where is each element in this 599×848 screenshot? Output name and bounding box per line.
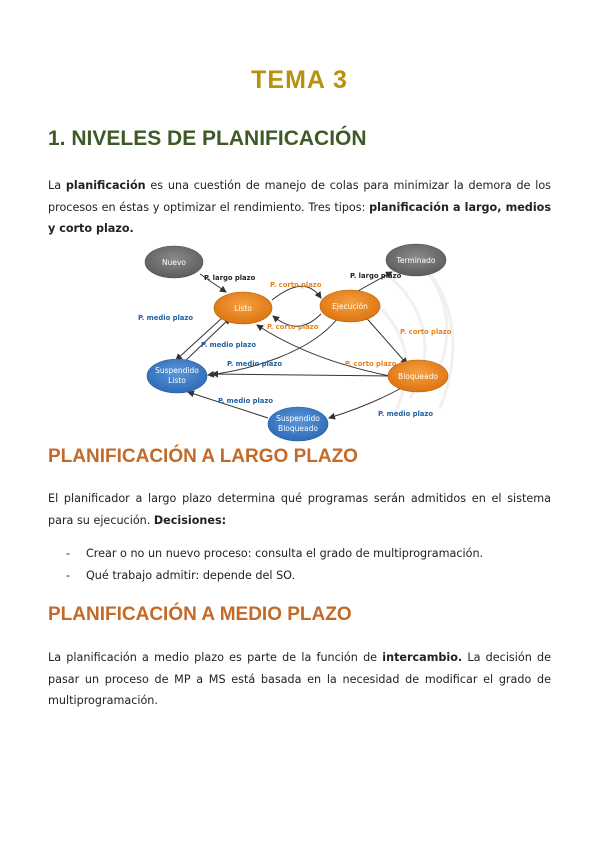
label-medio-plazo-4: P. medio plazo (218, 397, 273, 405)
arrow-listo-susplisto (175, 317, 223, 361)
label-largo-plazo-2: P. largo plazo (350, 272, 402, 280)
arrow-ejecucion-terminado (355, 271, 393, 293)
node-suspendido-bloqueado-label-2: Bloqueado (278, 424, 318, 433)
arrow-nuevo-listo (199, 273, 227, 293)
medio-plazo-text-1: La planificación a medio plazo es parte … (48, 651, 383, 664)
node-terminado-label: Terminado (396, 256, 436, 265)
label-medio-plazo-1: P. medio plazo (138, 314, 193, 322)
list-item: Crear o no un nuevo proceso: consulta el… (66, 543, 483, 565)
page-title: TEMA 3 (251, 66, 348, 94)
section-heading-niveles: 1. NIVELES DE PLANIFICACIÓN (48, 127, 367, 150)
node-nuevo-label: Nuevo (162, 258, 186, 267)
process-state-diagram: Nuevo Terminado Listo Ejecución Bloquead… (138, 243, 455, 442)
arrow-susplisto-listo (181, 317, 231, 365)
medio-plazo-paragraph: La planificación a medio plazo es parte … (48, 647, 551, 712)
node-nuevo (144, 245, 204, 279)
arrow-ejecucion-bloqueado (361, 312, 408, 365)
label-largo-plazo-1: P. largo plazo (204, 274, 256, 282)
arrow-bloqueado-suspbloq (328, 385, 406, 420)
section-heading-largo-plazo: PLANIFICACIÓN A LARGO PLAZO (48, 446, 358, 467)
node-ejecucion (319, 289, 381, 323)
node-bloqueado (387, 359, 449, 393)
label-corto-plazo-3: P. corto plazo (400, 328, 452, 336)
largo-plazo-bold-decisiones: Decisiones: (153, 513, 227, 527)
node-suspendido-listo-label-2: Listo (168, 376, 186, 385)
decisiones-list: Crear o no un nuevo proceso: consulta el… (66, 543, 483, 586)
arrow-suspbloq-susplisto (187, 390, 269, 419)
arrow-ejecucion-susplisto (207, 317, 339, 378)
list-item: Qué trabajo admitir: depende del SO. (66, 565, 483, 587)
intro-text-1: La (48, 179, 66, 192)
node-suspendido-bloqueado (267, 406, 329, 442)
section-heading-medio-plazo: PLANIFICACIÓN A MEDIO PLAZO (48, 604, 352, 625)
node-suspendido-bloqueado-label-1: Suspendido (276, 414, 320, 423)
label-corto-plazo-4: P. corto plazo (345, 360, 397, 368)
medio-plazo-bold-intercambio: intercambio. (382, 651, 463, 664)
intro-text-2: es una cuestión de manejo de colas para … (48, 179, 551, 214)
node-suspendido-listo-label-1: Suspendido (155, 366, 199, 375)
arrow-listo-ejecucion (271, 285, 322, 301)
intro-bold-planificacion: planificación (65, 179, 146, 192)
node-listo (213, 291, 273, 325)
node-listo-label: Listo (234, 304, 252, 313)
intro-paragraph: La planificación es una cuestión de mane… (48, 175, 551, 240)
arrow-ejecucion-listo (272, 313, 322, 327)
node-bloqueado-label: Bloqueado (398, 372, 438, 381)
label-corto-plazo-2: P. corto plazo (267, 323, 319, 331)
intro-bold-tipos: planificación a largo, medios y corto pl… (48, 200, 551, 236)
label-medio-plazo-3: P. medio plazo (227, 360, 282, 368)
arrow-bloqueado-listo (256, 324, 391, 377)
label-corto-plazo-1: P. corto plazo (270, 281, 322, 289)
label-medio-plazo-5: P. medio plazo (378, 410, 433, 418)
label-medio-plazo-2: P. medio plazo (201, 341, 256, 349)
largo-plazo-text: El planificador a largo plazo determina … (48, 492, 551, 527)
largo-plazo-paragraph: El planificador a largo plazo determina … (48, 488, 551, 531)
arrow-bloqueado-susplisto (211, 370, 389, 378)
node-terminado (385, 243, 447, 277)
node-suspendido-listo (146, 358, 208, 394)
node-ejecucion-label: Ejecución (332, 302, 368, 311)
medio-plazo-text-2: La decisión de pasar un proceso de MP a … (48, 651, 552, 707)
